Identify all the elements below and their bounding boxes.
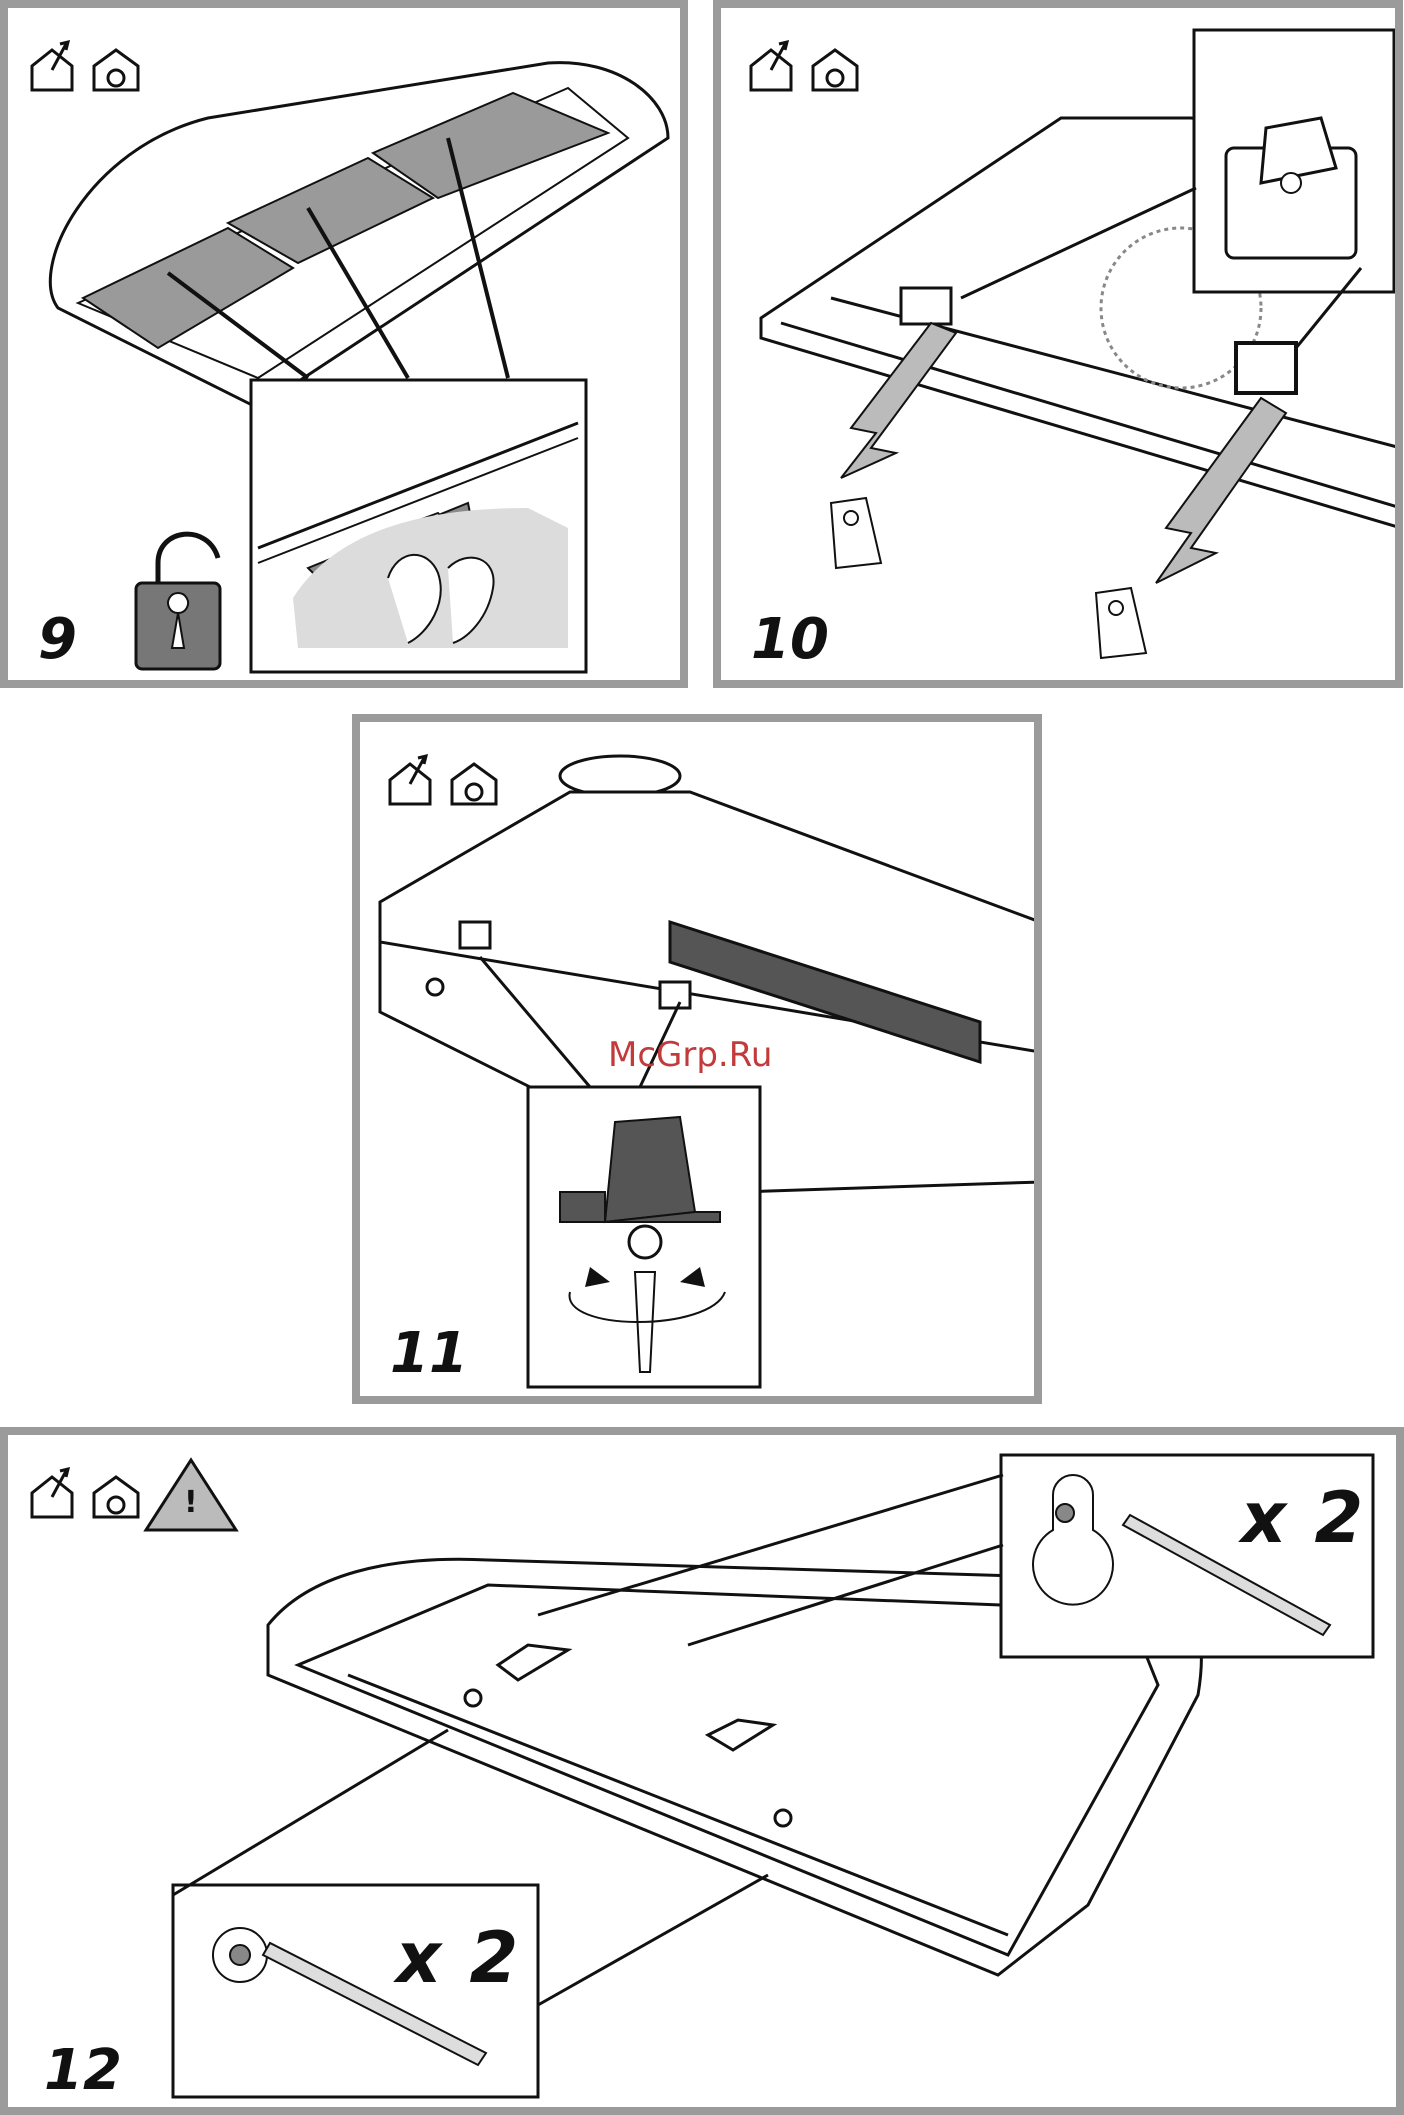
unlock-padlock-icon <box>136 534 220 669</box>
step-10-illustration <box>721 8 1403 688</box>
quantity-multiplier: x 2 <box>1241 1483 1365 1553</box>
recirculation-house-icon <box>452 764 496 804</box>
hood-filter-area <box>50 63 668 408</box>
recirculation-house-icon <box>813 50 857 90</box>
step-number: 12 <box>44 2043 122 2099</box>
step-9-illustration <box>8 8 688 688</box>
step-number: 10 <box>751 612 829 668</box>
filter-latch-detail-inset <box>251 380 586 672</box>
duct-out-house-icon <box>32 42 72 90</box>
warning-glyph: ! <box>184 1485 198 1520</box>
watermark: McGrp.Ru <box>608 1038 772 1072</box>
step-number: 9 <box>38 612 77 668</box>
recirculation-house-icon <box>94 50 138 90</box>
duct-out-house-icon <box>390 756 430 804</box>
quantity-multiplier: x 2 <box>396 1923 520 1993</box>
step-12-panel: ! x 2 x 2 12 <box>0 1427 1404 2115</box>
duct-out-house-icon <box>32 1469 72 1517</box>
recirculation-house-icon <box>94 1477 138 1517</box>
duct-out-house-icon <box>751 42 791 90</box>
removed-clip <box>831 498 1146 658</box>
step-9-panel: 9 <box>0 0 688 688</box>
step-12-illustration <box>8 1435 1404 2115</box>
step-number: 11 <box>390 1326 468 1382</box>
step-10-panel: 10 <box>713 0 1403 688</box>
